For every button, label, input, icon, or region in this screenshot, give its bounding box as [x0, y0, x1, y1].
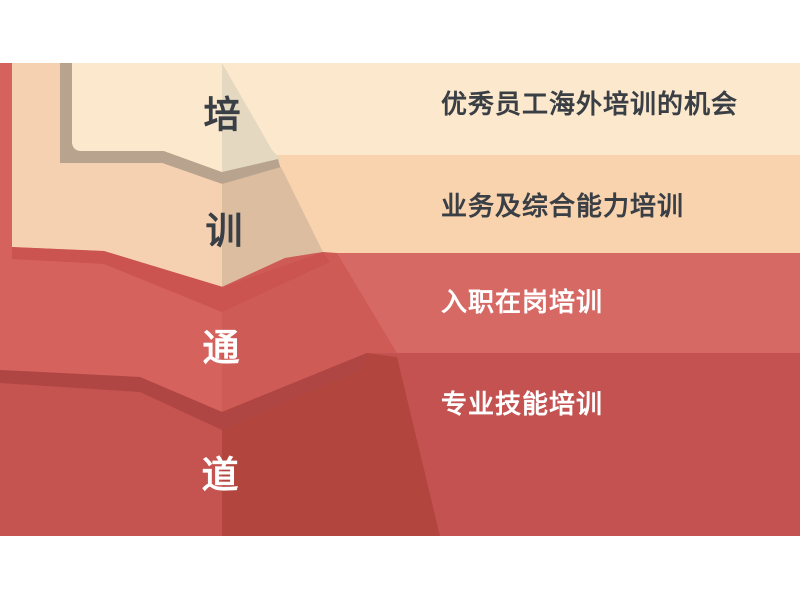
- fold-shadow-2-3: [12, 247, 330, 312]
- fold-shadow-3-4: [0, 353, 367, 430]
- ribbon-arm-3: [0, 63, 222, 412]
- vertical-char-1: 培: [204, 95, 241, 136]
- vertical-char-2: 训: [206, 211, 243, 252]
- band-1-label: 优秀员工海外培训的机会: [441, 89, 738, 119]
- band-3-label: 入职在岗培训: [441, 287, 603, 317]
- band-4-label: 专业技能培训: [441, 389, 603, 419]
- ribbon-arm-4: [0, 370, 222, 536]
- band-2-label: 业务及综合能力培训: [441, 191, 684, 221]
- fold-face-2: [222, 167, 323, 287]
- tan-fold-border: [60, 63, 281, 184]
- ribbon-panel-1: [72, 63, 222, 172]
- vertical-char-3: 通: [203, 328, 240, 369]
- fold-face-3: [222, 252, 397, 412]
- fold-face-1: [222, 63, 281, 181]
- ribbon-arm-2: [12, 63, 222, 287]
- vertical-char-4: 道: [202, 455, 239, 496]
